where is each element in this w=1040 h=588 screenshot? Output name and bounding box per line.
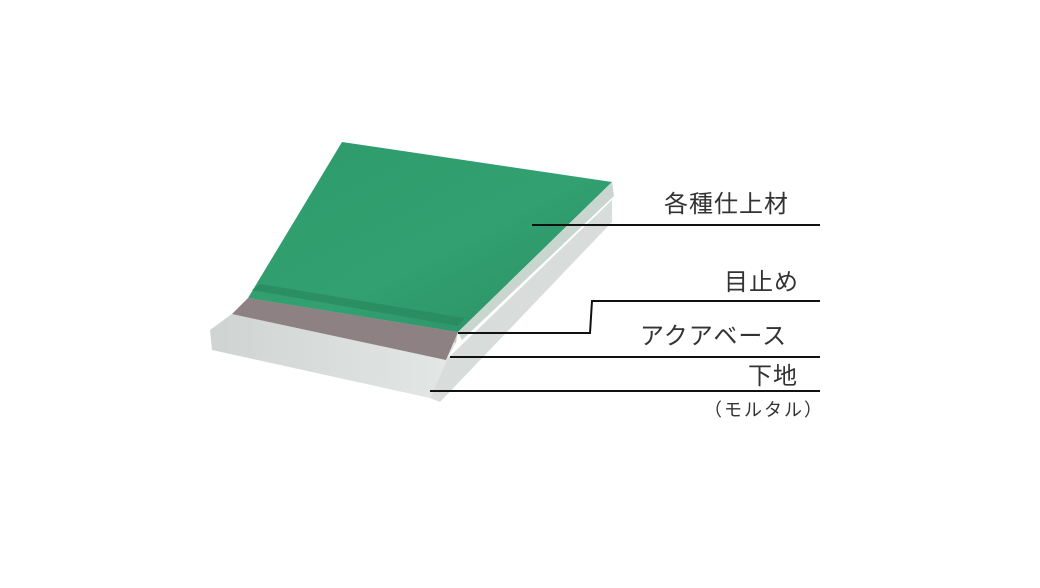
label-aquabase: アクアベース (640, 322, 788, 350)
substrate-layer (210, 305, 456, 398)
substrate-side (430, 200, 612, 402)
label-joint: 目止め (724, 268, 799, 296)
label-substrate: 下地 (748, 362, 798, 390)
leader-joint (458, 300, 820, 334)
label-substrate-note: （モルタル） (704, 400, 824, 421)
joint-band (252, 284, 464, 326)
label-finish: 各種仕上材 (664, 190, 789, 218)
aquabase-layer (232, 298, 458, 360)
leader-lines (430, 224, 820, 392)
finish-edge (458, 182, 614, 340)
finish-layer (248, 142, 612, 332)
